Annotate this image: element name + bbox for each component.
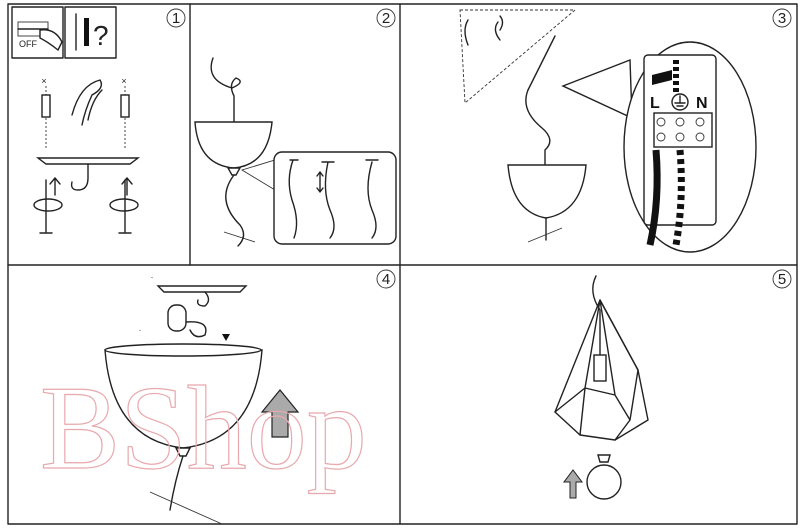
svg-text:N: N [696,95,708,112]
panel-3-wiring: L N [459,9,757,253]
up-arrow-icon [563,469,583,499]
svg-text:×: × [41,76,46,86]
svg-text:2: 2 [382,10,390,27]
panel-2-canopy-cable [194,57,397,247]
panel-1-tools-question-icon: ? [64,6,117,59]
up-arrow-icon [260,389,300,438]
panel-frame [7,3,798,525]
watermark: BShop [40,361,367,494]
svg-text:?: ? [93,20,109,51]
svg-text:5: 5 [778,271,786,288]
panel-1-power-off-icon: OFF [11,6,64,59]
step-number-5: 5 [772,269,792,289]
svg-text:3: 3 [778,10,786,27]
svg-text:OFF: OFF [19,39,37,49]
step-number-3: 3 [772,8,792,28]
step-number-4: 4 [376,269,396,289]
svg-text:4: 4 [382,271,390,288]
panel-5-pendant-cage [554,275,649,500]
svg-text:L: L [650,95,660,112]
panel-4-assembly [104,277,300,525]
panel-1-wall-plugs: × × [41,76,130,150]
step-number-2: 2 [376,8,396,28]
step-number-1: 1 [166,8,186,28]
svg-text:×: × [121,76,126,86]
panel-1-ceiling-plate-hook [33,157,141,234]
svg-text:1: 1 [172,10,180,27]
